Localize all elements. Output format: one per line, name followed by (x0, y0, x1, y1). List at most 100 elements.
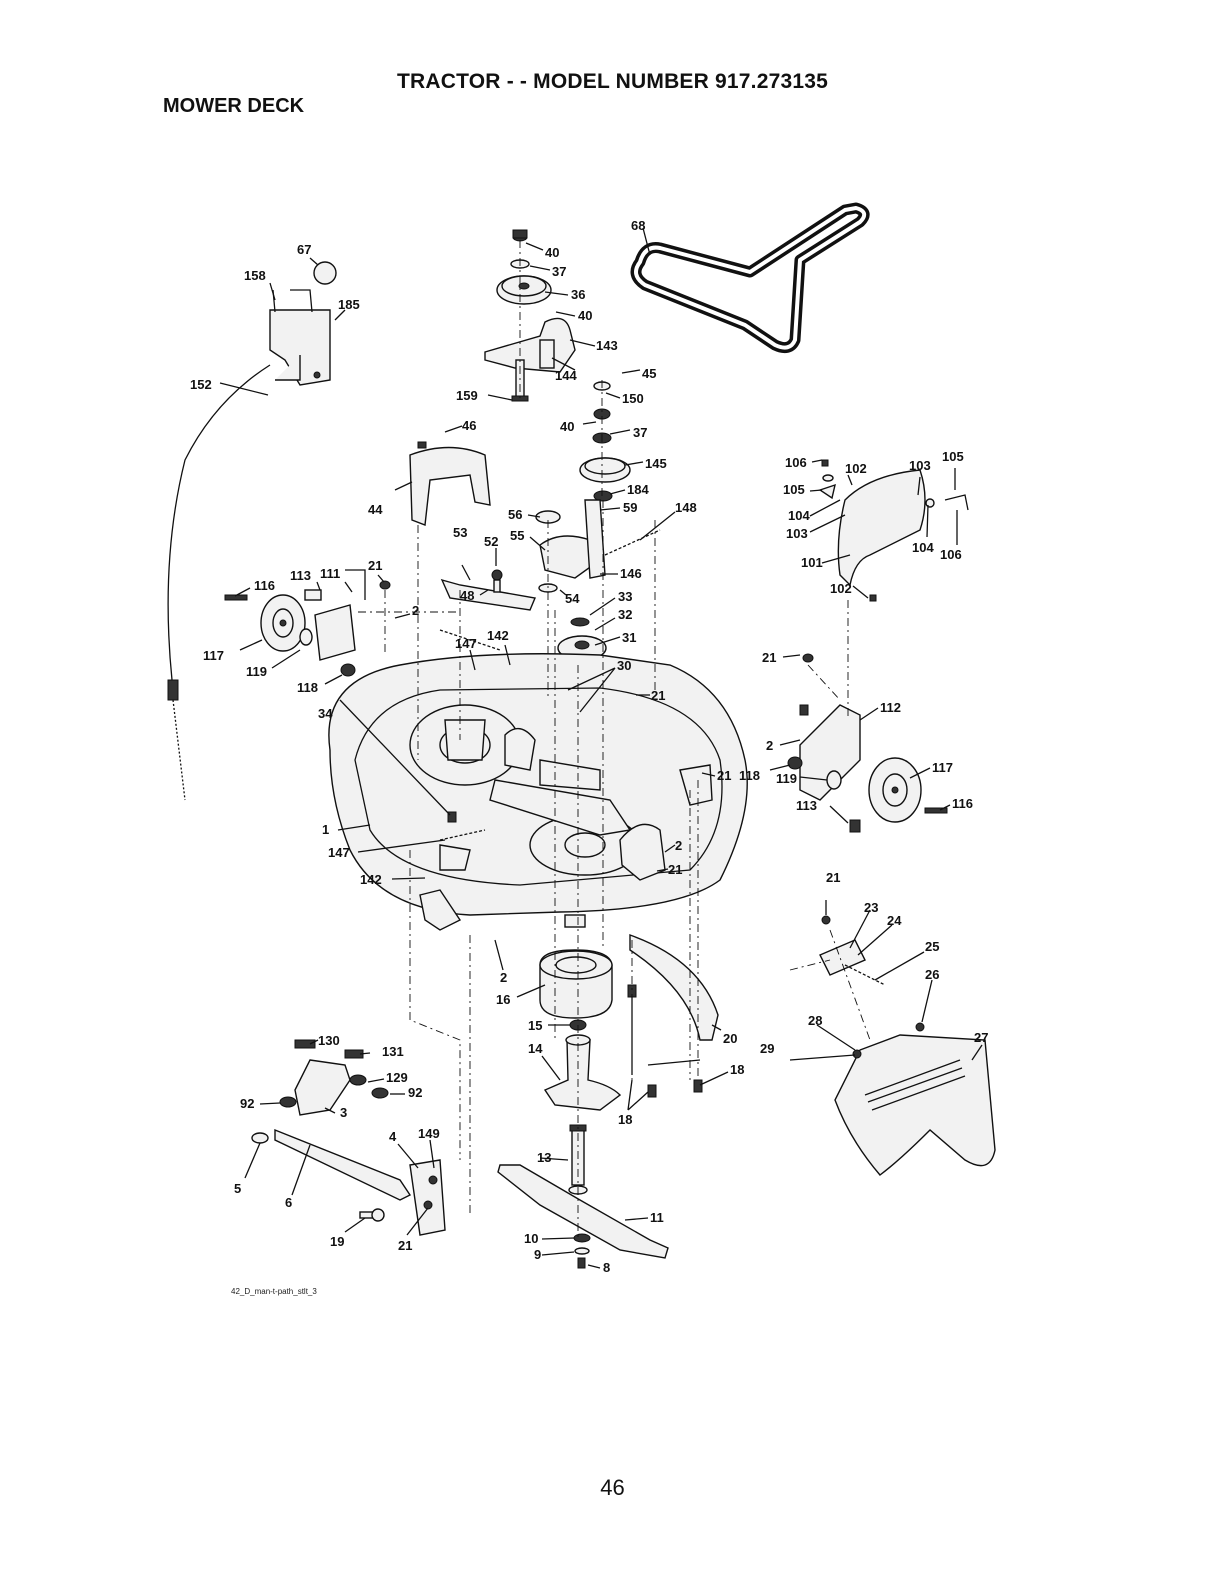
callout-101: 101 (801, 555, 823, 570)
deflector-shield-drawing (818, 459, 969, 602)
callout-142: 142 (487, 628, 509, 643)
callout-18: 18 (730, 1062, 744, 1077)
callout-142: 142 (360, 872, 382, 887)
callout-32: 32 (618, 607, 632, 622)
callout-leaders (219, 227, 983, 1269)
callout-29: 29 (760, 1041, 774, 1056)
callout-52: 52 (484, 534, 498, 549)
callout-106: 106 (940, 547, 962, 562)
callout-116: 116 (952, 796, 973, 811)
callout-184: 184 (627, 482, 649, 497)
callout-24: 24 (887, 913, 902, 928)
callout-117: 117 (932, 760, 953, 775)
callout-31: 31 (622, 630, 636, 645)
callout-113: 113 (290, 568, 311, 583)
callout-150: 150 (622, 391, 644, 406)
page-title: TRACTOR - - MODEL NUMBER 917.273135 (397, 70, 828, 93)
callout-21: 21 (368, 558, 382, 573)
callout-15: 15 (528, 1018, 542, 1033)
callout-40: 40 (545, 245, 559, 260)
callout-113: 113 (796, 798, 817, 813)
callout-111: 111 (320, 566, 340, 581)
callout-102: 102 (845, 461, 867, 476)
callout-116: 116 (254, 578, 275, 593)
callout-145: 145 (645, 456, 667, 471)
callout-25: 25 (925, 939, 939, 954)
lift-cable-drawing (167, 261, 337, 801)
callout-119: 119 (246, 664, 267, 679)
callout-2: 2 (412, 603, 419, 618)
callout-129: 129 (386, 1070, 408, 1085)
callout-21: 21 (762, 650, 776, 665)
callout-103: 103 (909, 458, 931, 473)
callout-33: 33 (618, 589, 632, 604)
callout-117: 117 (203, 648, 224, 663)
callout-10: 10 (524, 1231, 538, 1246)
callout-146: 146 (620, 566, 642, 581)
callout-158: 158 (244, 268, 266, 283)
callout-118: 118 (297, 680, 318, 695)
callout-102: 102 (830, 581, 852, 596)
callout-104: 104 (912, 540, 934, 555)
callout-119: 119 (776, 771, 797, 786)
callout-59: 59 (623, 500, 637, 515)
callout-5: 5 (234, 1181, 241, 1196)
callout-103: 103 (786, 526, 808, 541)
callout-185: 185 (338, 297, 360, 312)
belt-drawing (630, 202, 870, 354)
callout-2: 2 (675, 838, 682, 853)
callout-37: 37 (633, 425, 647, 440)
callout-44: 44 (368, 502, 383, 517)
callout-28: 28 (808, 1013, 822, 1028)
callout-148: 148 (675, 500, 697, 515)
callout-55: 55 (510, 528, 524, 543)
callout-21: 21 (651, 688, 665, 703)
callout-105: 105 (942, 449, 964, 464)
callout-92: 92 (240, 1096, 254, 1111)
callout-56: 56 (508, 507, 522, 522)
page-number: 46 (600, 1475, 625, 1500)
callout-2: 2 (766, 738, 773, 753)
callout-159: 159 (456, 388, 478, 403)
callout-46: 46 (462, 418, 476, 433)
callout-53: 53 (453, 525, 467, 540)
callout-92: 92 (408, 1085, 422, 1100)
left-gauge-wheel-drawing (224, 569, 391, 677)
callout-20: 20 (723, 1031, 737, 1046)
callout-48: 48 (460, 588, 474, 603)
callout-8: 8 (603, 1260, 610, 1275)
callout-16: 16 (496, 992, 510, 1007)
callout-23: 23 (864, 900, 878, 915)
callout-30: 30 (617, 658, 631, 673)
callout-40: 40 (578, 308, 592, 323)
front-hanger-drawing (627, 934, 719, 1098)
callout-13: 13 (537, 1150, 551, 1165)
assembly-guide-lines (358, 240, 871, 1240)
callout-118: 118 (739, 768, 760, 783)
callout-144: 144 (555, 368, 577, 383)
callout-9: 9 (534, 1247, 541, 1262)
callout-19: 19 (330, 1234, 344, 1249)
callout-27: 27 (974, 1030, 988, 1045)
callout-45: 45 (642, 366, 656, 381)
callout-6: 6 (285, 1195, 292, 1210)
callout-18: 18 (618, 1112, 632, 1127)
callout-147: 147 (455, 636, 477, 651)
belt-guard-drawing (409, 441, 491, 526)
callout-2: 2 (500, 970, 507, 985)
drawing-reference-code: 42_D_man-t-path_stlt_3 (231, 1287, 317, 1296)
callout-4: 4 (389, 1129, 397, 1144)
callout-67: 67 (297, 242, 311, 257)
callout-131: 131 (382, 1044, 404, 1059)
callout-112: 112 (880, 700, 901, 715)
spindle-assembly-drawing (497, 949, 669, 1269)
callout-34: 34 (318, 706, 333, 721)
callout-152: 152 (190, 377, 212, 392)
callout-68: 68 (631, 218, 645, 233)
callout-106: 106 (785, 455, 807, 470)
section-title: MOWER DECK (163, 95, 305, 117)
lift-linkage-drawing (251, 1039, 446, 1236)
callout-3: 3 (340, 1105, 347, 1120)
callout-21: 21 (668, 862, 682, 877)
